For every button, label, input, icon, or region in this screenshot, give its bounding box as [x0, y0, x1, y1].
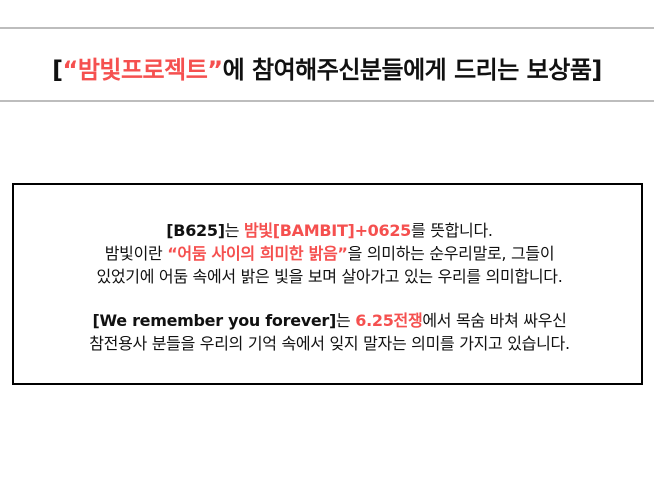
description-box: [B625]는 밤빛[BAMBIT]+0625를 뜻합니다. 밤빛이란 “어둠 …: [12, 183, 643, 385]
line-2: 밤빛이란 “어둠 사이의 희미한 밝음”을 의미하는 순우리말로, 그들이: [14, 242, 645, 265]
b625-label: [B625]: [166, 221, 225, 240]
description-text: [B625]는 밤빛[BAMBIT]+0625를 뜻합니다. 밤빛이란 “어둠 …: [14, 219, 645, 355]
text: 는: [224, 221, 244, 240]
bambit-definition: “어둠 사이의 희미한 밝음”: [167, 244, 348, 263]
bottom-divider: [0, 100, 654, 102]
line-3: 있었기에 어둠 속에서 밝은 빛을 보며 살아가고 있는 우리를 의미합니다.: [96, 267, 563, 286]
line-4: [We remember you forever]는 6.25전쟁에서 목숨 바…: [14, 309, 645, 332]
text: 는: [336, 311, 356, 330]
title-rest: 에 참여해주신분들에게 드리는 보상품]: [222, 56, 603, 84]
text: 를 뜻합니다.: [411, 221, 493, 240]
page-title: [“밤빛프로젝트”에 참여해주신분들에게 드리는 보상품]: [0, 50, 654, 85]
text: 밤빛이란: [104, 244, 168, 263]
text: 을 의미하는 순우리말로, 그들이: [347, 244, 555, 263]
remember-phrase: [We remember you forever]: [92, 311, 337, 330]
text: 에서 목숨 바쳐 싸우신: [422, 311, 567, 330]
line-5: 참전용사 분들을 우리의 기억 속에서 잊지 말자는 의미를 가지고 있습니다.: [89, 334, 570, 353]
title-bracket: [: [52, 56, 63, 84]
line-1: [B625]는 밤빛[BAMBIT]+0625를 뜻합니다.: [14, 219, 645, 242]
war-name: 6.25전쟁: [355, 311, 423, 330]
b625-meaning: 밤빛[BAMBIT]+0625: [243, 221, 412, 240]
title-project-name: “밤빛프로젝트”: [62, 56, 224, 84]
top-divider: [0, 27, 654, 29]
